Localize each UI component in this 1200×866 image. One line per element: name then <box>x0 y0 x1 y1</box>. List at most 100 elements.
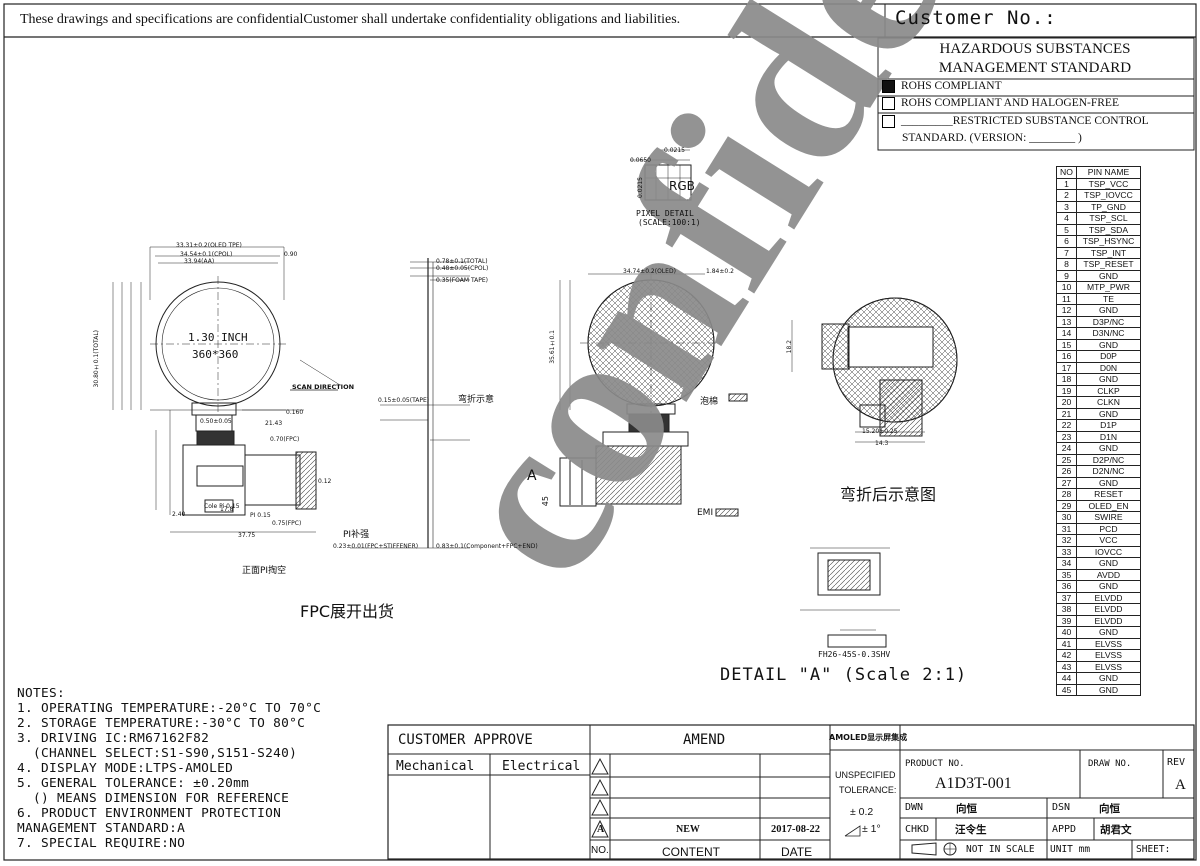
pin-name: SWIRE <box>1076 511 1141 524</box>
pin-number: 27 <box>1056 476 1077 489</box>
front-view <box>112 246 341 533</box>
pin-name: PCD <box>1076 522 1141 535</box>
pin-name: D0N <box>1076 361 1141 374</box>
draw-no-label: DRAW NO. <box>1088 759 1132 769</box>
dim-label: 0.90 <box>284 251 298 258</box>
note-line: 2. STORAGE TEMPERATURE:-30°C TO 80°C <box>17 716 306 731</box>
pin-name: D3P/NC <box>1076 315 1141 328</box>
pin-name: AVDD <box>1076 568 1141 581</box>
pin-number: 23 <box>1056 430 1077 443</box>
option-rohs-halogen-free[interactable]: ROHS COMPLIANT AND HALOGEN-FREE <box>882 97 1119 110</box>
pin-name: TSP_INT <box>1076 246 1141 259</box>
option-label: _________RESTRICTED SUBSTANCE CONTROL <box>901 115 1149 127</box>
note-line: 7. SPECIAL REQUIRE:NO <box>17 836 186 851</box>
no-label: NO. <box>591 845 609 856</box>
dsn-label: DSN <box>1052 802 1071 813</box>
pin-name: ELVDD <box>1076 591 1141 604</box>
pin-number: 19 <box>1056 384 1077 397</box>
dim-label: 0.78±0.1(TOTAL) <box>436 258 488 265</box>
pin-number: 21 <box>1056 407 1077 420</box>
amend-content-new: NEW <box>676 824 700 835</box>
pin-number: 36 <box>1056 580 1077 593</box>
pin-number: 14 <box>1056 327 1077 340</box>
pin-name: GND <box>1076 442 1141 455</box>
unspecified-label: UNSPECIFIED <box>835 770 896 780</box>
pin-table-header: NO PIN NAME <box>1056 166 1141 179</box>
pin-number: 3 <box>1056 200 1077 213</box>
side-view <box>350 258 470 549</box>
pin-name: CLKN <box>1076 396 1141 409</box>
pixel-scale-label: (SCALE:100:1) <box>638 218 701 227</box>
note-line: () MEANS DIMENSION FOR REFERENCE <box>17 791 290 806</box>
detail-a-label: DETAIL "A" (Scale 2:1) <box>720 665 968 685</box>
pin-name: TSP_IOVCC <box>1076 189 1141 202</box>
dim-label: 1.84±0.2 <box>706 268 734 275</box>
front-pi-label: 正面PI掏空 <box>242 566 287 576</box>
pin-name: CLKP <box>1076 384 1141 397</box>
option-restricted[interactable]: _________RESTRICTED SUBSTANCE CONTROL <box>882 115 1149 128</box>
pin-name: RESET <box>1076 488 1141 501</box>
note-line: 6. PRODUCT ENVIRONMENT PROTECTION <box>17 806 282 821</box>
pin-number: 43 <box>1056 660 1077 673</box>
title-block-lines <box>387 724 1195 860</box>
dsn-value: 向恒 <box>1099 803 1120 815</box>
pin-number: 42 <box>1056 649 1077 662</box>
pin-number: 6 <box>1056 235 1077 248</box>
dim-label: 0.12 <box>318 478 332 485</box>
dim-label: 15.20±0.25 <box>862 428 898 435</box>
rev-a-marker: A <box>597 824 605 835</box>
option-rohs[interactable]: ROHS COMPLIANT <box>882 80 1002 93</box>
pin-name: ELVSS <box>1076 649 1141 662</box>
note-line: 5. GENERAL TOLERANCE: ±0.20mm <box>17 776 250 791</box>
bent-view-label: 弯折后示意图 <box>840 485 937 504</box>
dim-label: PI 0.15 <box>250 512 271 519</box>
option-label: ROHS COMPLIANT <box>901 80 1002 93</box>
pin-number: 18 <box>1056 373 1077 386</box>
back-view <box>559 272 748 517</box>
pin-name: ELVSS <box>1076 660 1141 673</box>
dim-label: 14.3 <box>875 440 889 447</box>
pin-name: D0P <box>1076 350 1141 363</box>
pin-number: 44 <box>1056 672 1077 685</box>
dim-label: 34.54±0.1(CPOL) <box>180 251 233 258</box>
sheet-label: SHEET: <box>1136 844 1171 855</box>
pin-number: 13 <box>1056 315 1077 328</box>
pin-name: GND <box>1076 373 1141 386</box>
pin-name: GND <box>1076 269 1141 282</box>
appd-label: APPD <box>1052 824 1077 835</box>
pin-number: 11 <box>1056 292 1077 305</box>
pin-number: 12 <box>1056 304 1077 317</box>
dim-label: 30.80±0.1(TOTAL) <box>93 330 100 388</box>
pin-number: 45 <box>1056 683 1077 696</box>
pin-number: 29 <box>1056 499 1077 512</box>
note-line: MANAGEMENT STANDARD:A <box>17 821 186 836</box>
pin-number: 31 <box>1056 522 1077 535</box>
pin-name: IOVCC <box>1076 545 1141 558</box>
dim-label: 0.35(FOAM TAPE) <box>436 277 489 284</box>
connector-label: FH26-45S-0.3SHV <box>818 650 891 659</box>
unit-label: UNIT mm <box>1050 844 1091 855</box>
dim-label: 0.75(FPC) <box>272 520 302 527</box>
hazard-title-line2: MANAGEMENT STANDARD <box>938 60 1132 76</box>
pin-name: TSP_SCL <box>1076 212 1141 225</box>
dim-label: 0.0215 <box>637 177 644 198</box>
